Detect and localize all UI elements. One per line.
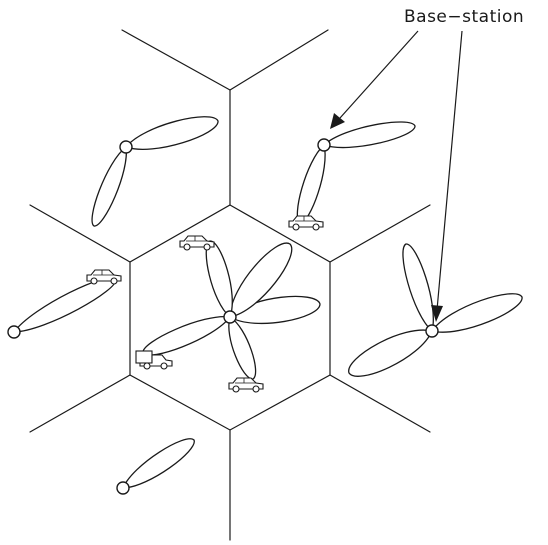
beam-lobe <box>229 242 293 318</box>
beam-lobes <box>12 116 523 489</box>
beam-lobe <box>205 240 233 319</box>
base-station-label: Base−station <box>404 7 525 27</box>
base-station-icon <box>425 324 439 338</box>
arrow-head <box>431 305 443 322</box>
base-station-icon <box>223 310 237 324</box>
base-station-icon <box>116 481 130 495</box>
car-icon <box>86 269 122 285</box>
cell-boundaries <box>29 29 431 541</box>
arrow-line <box>436 30 463 311</box>
beam-lobe <box>124 116 219 150</box>
cell-edge <box>121 29 231 91</box>
beam-lobe <box>402 243 434 333</box>
cell-edge <box>29 204 131 263</box>
truck-icon <box>135 350 173 370</box>
arrow-head <box>330 113 345 129</box>
beam-lobe <box>122 438 195 489</box>
base-stations <box>7 138 439 495</box>
car-icon <box>228 377 264 393</box>
beam-lobe <box>228 295 321 325</box>
beam-lobe <box>348 329 433 377</box>
car-icon <box>179 235 215 251</box>
beam-lobe <box>430 293 523 333</box>
beam-lobe <box>12 277 117 333</box>
base-station-icon <box>317 138 331 152</box>
beam-lobe <box>322 121 416 149</box>
cell-edge <box>229 29 329 91</box>
arrow-line <box>339 30 419 119</box>
car-icon <box>288 215 324 231</box>
cell-edge <box>329 204 431 263</box>
base-station-icon <box>119 140 133 154</box>
annotation-arrows <box>330 30 463 322</box>
beam-lobe <box>91 145 127 227</box>
base-station-icon <box>7 325 21 339</box>
beam-lobe <box>142 316 232 356</box>
cell-edge <box>29 374 131 433</box>
cell-edge <box>329 374 431 433</box>
beam-lobe <box>296 143 326 224</box>
vehicles <box>86 215 324 393</box>
beam-lobe <box>228 315 257 380</box>
